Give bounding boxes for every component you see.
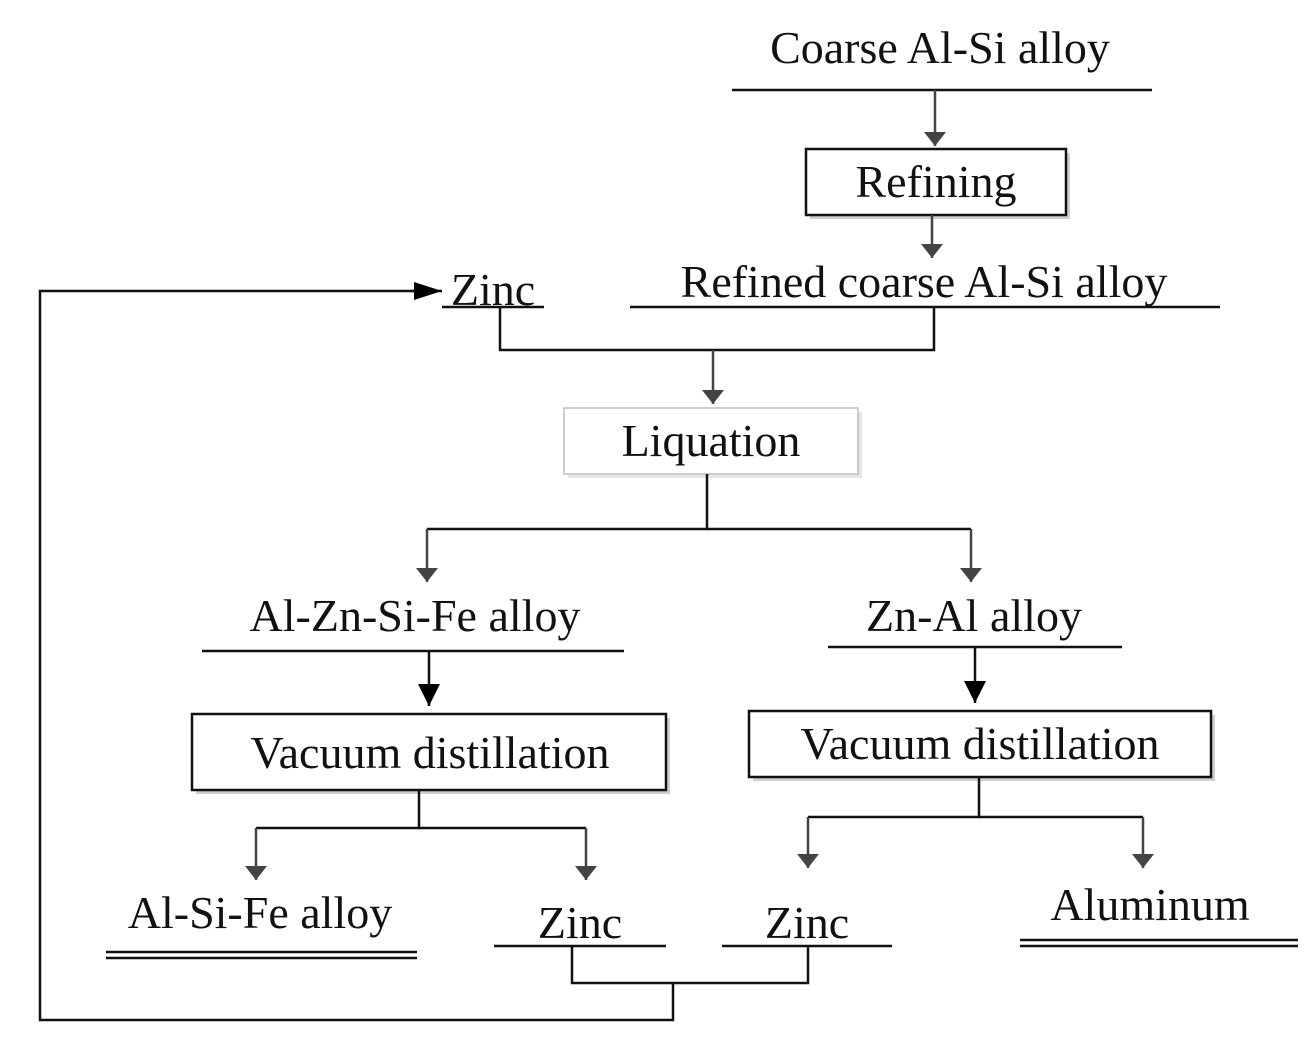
connector-vacuum-right-split: [808, 777, 981, 819]
node-zinc-left: Zinc: [494, 897, 666, 948]
connector-zinc-merge: [570, 946, 810, 985]
refining-box: [804, 147, 1068, 217]
node-zinc-right: Zinc: [722, 897, 892, 948]
node-zinc-recycled: Zinc: [442, 264, 544, 315]
zinc-left-label: Zinc: [538, 897, 622, 948]
node-refined-alloy: Refined coarse Al-Si alloy: [630, 256, 1220, 309]
connector-vacuum-left-split: [256, 790, 421, 830]
vacuum-left-box: [190, 712, 668, 792]
zn-al-label: Zn-Al alloy: [866, 590, 1082, 641]
node-vacuum-distillation-left: Vacuum distillation: [190, 712, 670, 794]
coarse-alloy-label: Coarse Al-Si alloy: [770, 22, 1110, 73]
refined-alloy-label: Refined coarse Al-Si alloy: [681, 256, 1168, 307]
node-refining: Refining: [804, 147, 1070, 219]
refining-label: Refining: [856, 156, 1017, 207]
liquation-box: [563, 407, 859, 475]
node-liquation: Liquation: [563, 407, 862, 478]
aluminum-label: Aluminum: [1050, 879, 1250, 930]
al-si-fe-label: Al-Si-Fe alloy: [128, 887, 392, 938]
node-al-zn-si-fe-alloy: Al-Zn-Si-Fe alloy: [202, 590, 624, 653]
zinc-right-label: Zinc: [765, 897, 849, 948]
node-al-si-fe-alloy: Al-Si-Fe alloy: [106, 887, 417, 960]
vacuum-left-label: Vacuum distillation: [250, 727, 609, 778]
connector-zinc-recycle-loop: [38, 289, 675, 1022]
vacuum-right-label: Vacuum distillation: [800, 718, 1159, 769]
node-zn-al-alloy: Zn-Al alloy: [828, 590, 1122, 649]
connector-merge-to-liquation: [498, 307, 936, 352]
al-zn-si-fe-label: Al-Zn-Si-Fe alloy: [250, 590, 581, 641]
node-aluminum: Aluminum: [1020, 879, 1298, 948]
liquation-label: Liquation: [622, 415, 801, 466]
node-coarse-alloy: Coarse Al-Si alloy: [732, 22, 1152, 92]
node-vacuum-distillation-right: Vacuum distillation: [747, 709, 1215, 781]
connector-liquation-split: [427, 474, 709, 531]
